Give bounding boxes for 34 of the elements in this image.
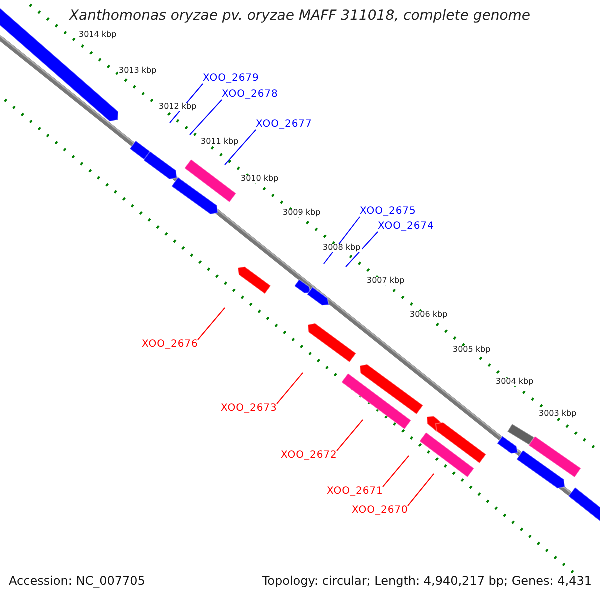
diagram-title: Xanthomonas oryzae pv. oryzae MAFF 311018, complete genome bbox=[68, 9, 532, 23]
gene-label: XOO_2674 bbox=[378, 222, 434, 232]
scale-label: 3014 kbp bbox=[78, 31, 118, 39]
scale-label: 3004 kbp bbox=[495, 378, 535, 386]
scale-label: 3005 kbp bbox=[452, 346, 492, 354]
scale-label: 3010 kbp bbox=[240, 175, 280, 183]
leader-line bbox=[346, 232, 378, 268]
footer-text: Topology: circular; Length: 4,940,217 bp; Genes: 4,431 bbox=[262, 575, 592, 587]
scale-label: 3006 kbp bbox=[409, 311, 449, 319]
gene-label: XOO_2673 bbox=[221, 404, 278, 414]
gene-label: XOO_2672 bbox=[281, 451, 338, 461]
scale-label: 3013 kbp bbox=[118, 67, 158, 75]
gene-label: XOO_2678 bbox=[222, 90, 278, 100]
gene-label: XOO_2675 bbox=[360, 207, 416, 217]
scale-label: 3007 kbp bbox=[366, 277, 406, 285]
scale-label: 3003 kbp bbox=[538, 410, 578, 418]
leader-line bbox=[382, 456, 410, 488]
leader-line bbox=[276, 372, 304, 404]
scale-label: 3008 kbp bbox=[322, 244, 362, 252]
scale-label: 3012 kbp bbox=[158, 103, 198, 111]
leader-line bbox=[190, 100, 222, 136]
leader-line bbox=[224, 130, 256, 166]
gene-label: XOO_2679 bbox=[203, 74, 260, 84]
gene-label: XOO_2671 bbox=[327, 487, 384, 497]
footer-text: Accession: NC_007705 bbox=[9, 575, 146, 587]
gene-label: XOO_2676 bbox=[142, 340, 198, 350]
gene-label: XOO_2670 bbox=[352, 506, 408, 516]
leader-line bbox=[198, 308, 226, 340]
scale-label: 3009 kbp bbox=[282, 209, 322, 217]
leader-line bbox=[324, 216, 360, 264]
scale-label: 3011 kbp bbox=[200, 138, 240, 146]
gene-label: XOO_2677 bbox=[256, 120, 312, 130]
leader-line bbox=[408, 474, 434, 506]
leader-line bbox=[336, 420, 364, 452]
